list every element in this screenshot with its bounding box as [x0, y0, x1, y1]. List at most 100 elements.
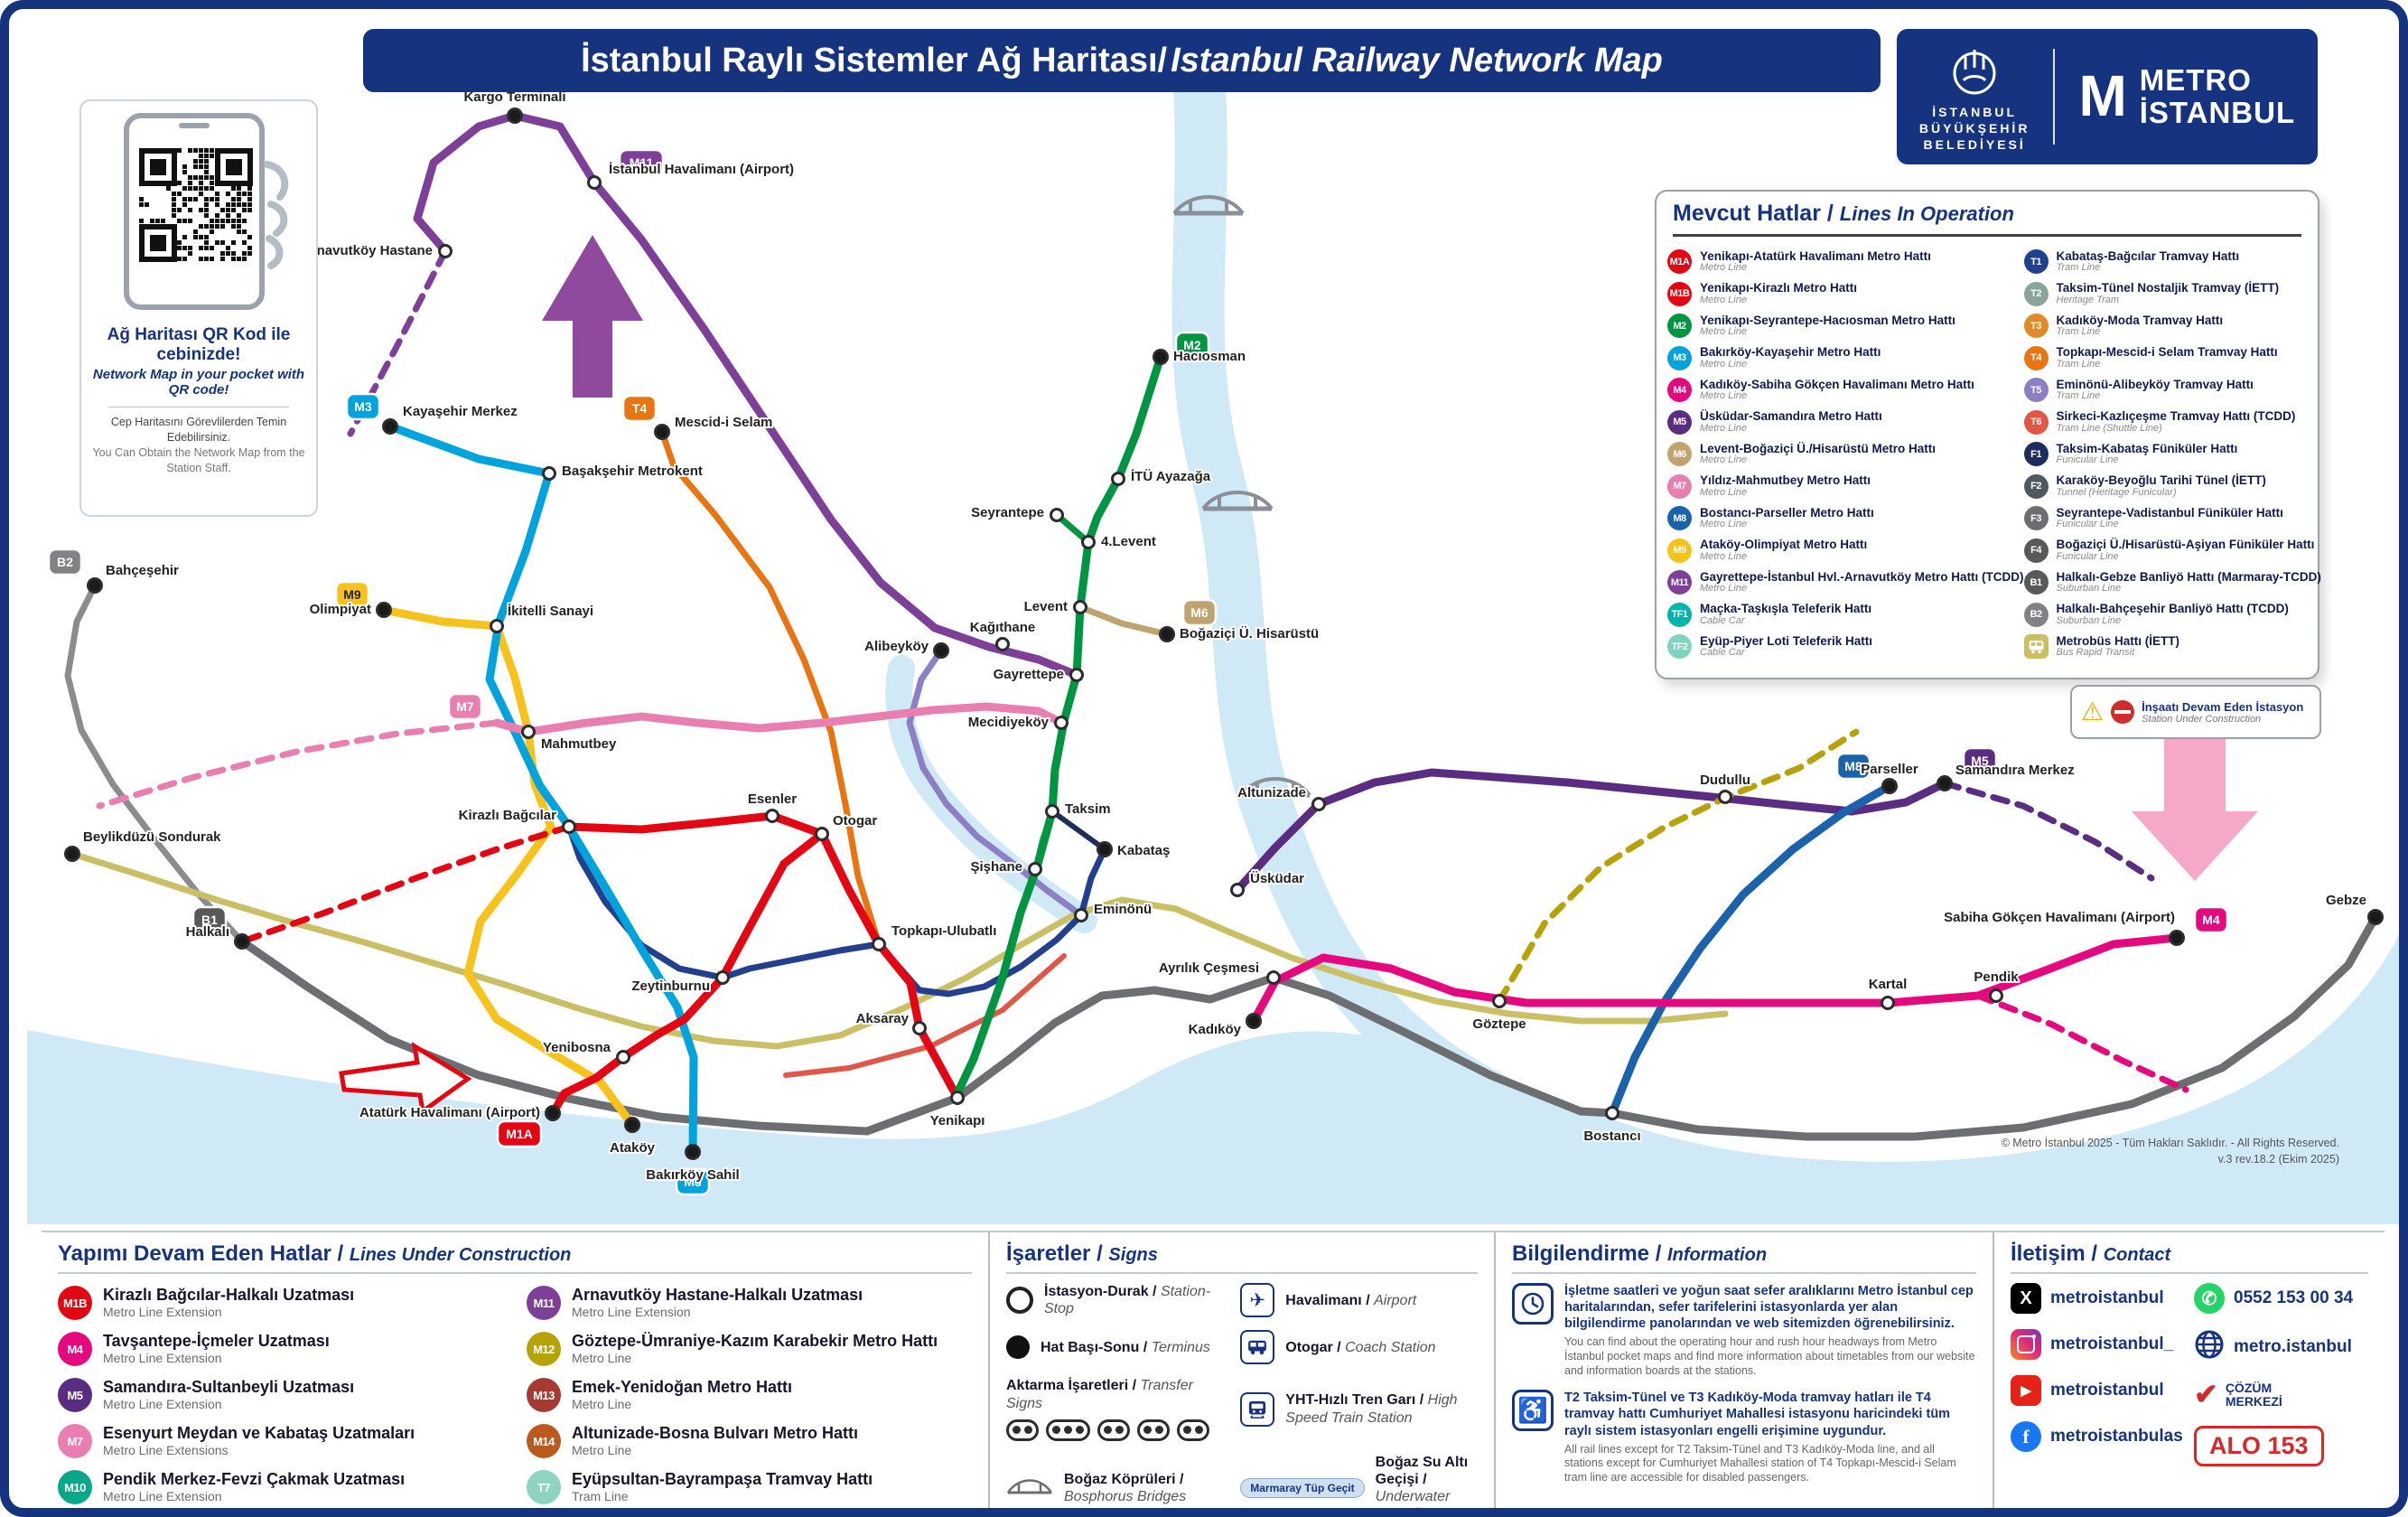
station-dot[interactable] [815, 827, 829, 841]
station-dot[interactable] [1230, 883, 1245, 897]
station-dot[interactable] [1311, 797, 1326, 811]
station-dot[interactable] [872, 937, 886, 951]
station-dot[interactable] [1097, 841, 1113, 857]
station-dot[interactable] [654, 424, 670, 440]
station-dot[interactable] [1159, 626, 1175, 642]
station-dot[interactable] [507, 108, 523, 124]
station-dot[interactable] [1605, 1106, 1619, 1120]
station-dot[interactable] [521, 725, 536, 739]
station-dot[interactable] [1050, 508, 1064, 522]
copyright-line2: v.3 rev.18.2 (Ekim 2025) [2217, 1153, 2339, 1166]
line-name: Eminönü-Alibeyköy Tramvay Hattı [2056, 377, 2254, 391]
line-terminus-badge-M3: M3 [345, 392, 381, 421]
station-dot[interactable] [1069, 668, 1084, 682]
station-dot[interactable] [1074, 908, 1088, 922]
station-dot[interactable] [64, 846, 80, 862]
station-label: Arnavutköy Hastane [302, 243, 433, 258]
station-dot[interactable] [545, 1105, 561, 1121]
station-dot[interactable] [542, 466, 556, 481]
station-dot[interactable] [616, 1050, 630, 1064]
contact-x[interactable]: X metroistanbul [2011, 1283, 2185, 1314]
station-dot[interactable] [1073, 600, 1087, 614]
station-label: Kirazlı Bağcılar [459, 808, 557, 823]
legend-entry-metrobus: Metrobüs Hattı (İETT)Bus Rapid Transit [2023, 631, 2321, 663]
station-dot[interactable] [1045, 804, 1059, 819]
line-badge-F1: F1 [2023, 442, 2049, 467]
station-dot[interactable] [624, 1117, 640, 1133]
whatsapp-icon[interactable]: ✆ [2194, 1283, 2225, 1314]
station-dot[interactable] [438, 244, 453, 258]
line-name: Bostancı-Parseller Metro Hattı [1700, 505, 1874, 520]
website-url[interactable]: metro.istanbul [2234, 1336, 2352, 1356]
station-dot[interactable] [715, 970, 730, 985]
line-subtitle: Bus Rapid Transit [2056, 647, 2135, 659]
station-dot[interactable] [1881, 778, 1898, 794]
facebook-handle[interactable]: metroistanbulas [2050, 1427, 2183, 1446]
station-dot[interactable] [2367, 909, 2384, 925]
station-dot[interactable] [950, 1091, 965, 1105]
facebook-icon[interactable]: f [2011, 1421, 2041, 1452]
no-entry-icon [2111, 700, 2135, 724]
station-dot[interactable] [1111, 472, 1125, 486]
youtube-icon[interactable]: ▶ [2011, 1375, 2041, 1406]
contact-whatsapp[interactable]: ✆ 0552 153 00 34 [2194, 1283, 2368, 1314]
station-dot[interactable] [1054, 716, 1069, 730]
contact-website[interactable]: metro.istanbul [2194, 1329, 2368, 1364]
station-dot[interactable] [490, 619, 504, 633]
station-dot[interactable] [2169, 930, 2185, 946]
station-dot[interactable] [685, 1144, 701, 1160]
rail-line-M11-ext [347, 248, 449, 437]
station-dot[interactable] [912, 1021, 927, 1035]
whatsapp-number[interactable]: 0552 153 00 34 [2234, 1288, 2354, 1307]
line-terminus-badge-M11: M11 [618, 148, 665, 177]
sign-transfer: Aktarma İşaretleri / Transfer Signs [1006, 1377, 1226, 1441]
station-label: Altunizade [1237, 785, 1306, 801]
line-name: Boğaziçi Ü./Hisarüstü-Aşiyan Füniküler H… [2056, 538, 2315, 552]
station-dot[interactable] [1246, 1013, 1262, 1029]
line-name: Taksim-Kabataş Füniküler Hattı [2056, 441, 2238, 455]
line-subtitle: Tunnel (Heritage Funicular) [2056, 486, 2177, 498]
contact-title-sep: / [2085, 1241, 2104, 1266]
instagram-handle[interactable]: metroistanbul_ [2050, 1334, 2174, 1353]
station-dot[interactable] [382, 418, 398, 435]
station-dot[interactable] [1718, 790, 1732, 804]
station-label: Parseller [1861, 762, 1918, 777]
station-dot[interactable] [1881, 996, 1895, 1010]
youtube-handle[interactable]: metroistanbul [2050, 1381, 2164, 1400]
station-dot[interactable] [87, 577, 103, 594]
globe-icon[interactable] [2194, 1329, 2225, 1364]
contact-instagram[interactable]: metroistanbul_ [2011, 1329, 2185, 1360]
line-badge-M2: M2 [1667, 314, 1692, 339]
station-dot[interactable] [1989, 988, 2003, 1003]
line-badge-M1B: M1B [58, 1286, 92, 1320]
line-name: Yenikapı-Seyrantepe-Hacıosman Metro Hatt… [1700, 313, 1955, 327]
instagram-icon[interactable] [2011, 1329, 2041, 1360]
station-dot[interactable] [1081, 535, 1096, 549]
station-dot[interactable] [1937, 775, 1953, 791]
station-dot[interactable] [562, 819, 576, 834]
station-label: Boğaziçi Ü. Hisarüstü [1180, 626, 1319, 641]
svg-text:M9: M9 [343, 587, 361, 602]
x-twitter-icon[interactable]: X [2011, 1283, 2041, 1314]
station-dot[interactable] [1153, 349, 1169, 365]
station-label: Yenikapı [930, 1113, 985, 1128]
station-dot[interactable] [234, 933, 250, 950]
station-dot[interactable] [376, 602, 392, 618]
alo-153-badge[interactable]: ALO 153 [2194, 1425, 2324, 1466]
station-dot[interactable] [765, 809, 779, 823]
svg-text:M3: M3 [684, 1175, 702, 1189]
station-dot[interactable] [933, 642, 949, 659]
station-dot[interactable] [1266, 970, 1281, 985]
contact-youtube[interactable]: ▶ metroistanbul [2011, 1375, 2185, 1406]
station-dot[interactable] [995, 637, 1010, 651]
svg-text:M3: M3 [354, 399, 372, 414]
station-dot[interactable] [1028, 862, 1042, 876]
contact-facebook[interactable]: f metroistanbulas [2011, 1421, 2185, 1452]
station-dot[interactable] [587, 175, 602, 190]
x-handle[interactable]: metroistanbul [2050, 1288, 2164, 1307]
station-dot[interactable] [1492, 994, 1507, 1008]
